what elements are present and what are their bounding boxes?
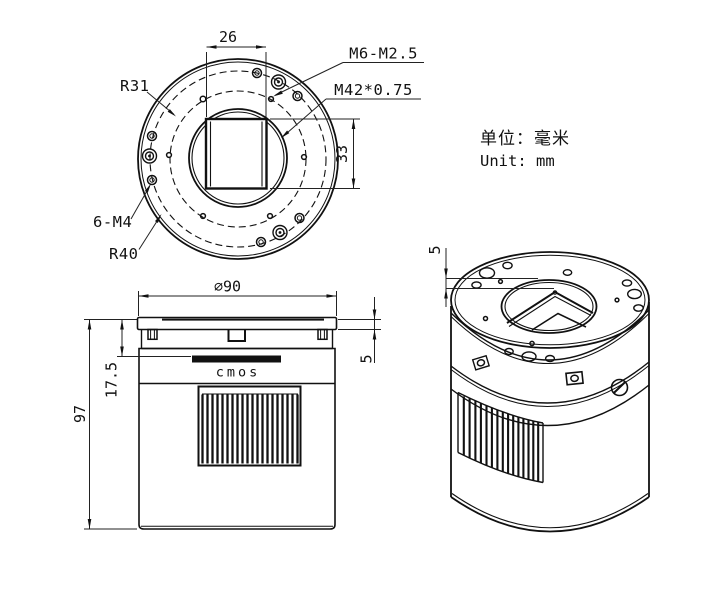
fins [201,394,299,464]
fins [462,396,540,482]
mount-holes-m4 [146,67,305,248]
dim-width-label: 26 [219,28,237,46]
tab-center [227,329,246,342]
hole [521,351,537,362]
unit-note: 单位：毫米 Unit: mm [480,129,570,170]
side-view: cmos ∅90 [71,278,381,530]
screw-right [610,378,629,397]
sensor-chevron [506,290,594,324]
dim-plate-label-3d: 5 [426,245,444,254]
leader-r31: R31 [120,77,176,117]
sensor-window [204,117,268,190]
leader-m6-m2-5: M6-M2.5 [273,45,424,97]
hole-small [266,212,274,220]
dim-diameter-label: ∅90 [214,278,241,296]
hole-small [267,95,275,103]
cylinder-body [450,302,650,533]
mount-tabs [147,328,328,342]
thread-label-m6: M6-M2.5 [349,45,418,63]
hole [497,278,504,285]
body-outline [136,316,338,530]
hole [562,269,573,277]
hole [471,281,482,289]
hole [621,279,633,287]
dimension-width-26: 26 [206,28,267,117]
leader-6-m4: 6-M4 [93,183,151,231]
tab-left [147,328,158,341]
hole-small [300,153,308,161]
hole [627,288,643,300]
hole-m4 [255,236,267,248]
dimension-diameter-90: ∅90 [138,278,337,316]
sensor-assembly: cmos [192,355,281,381]
dim-sensor-depth-label: 17.5 [103,362,121,398]
collar-fasteners [471,354,629,397]
fastener-left [471,354,491,371]
unit-note-cn: 单位：毫米 [480,129,570,149]
dim-height-label: 97 [71,405,89,423]
dim-plate-label: 5 [358,354,376,363]
hole-m4 [146,130,158,142]
dimension-sensor-depth-17-5: 17.5 [84,319,191,398]
fastener-front [565,370,584,386]
hole [504,347,514,356]
hole-large [141,148,158,164]
hole [614,297,620,303]
radius-label-r31: R31 [120,77,150,95]
hole-m4 [146,174,158,186]
bolt-circle-r40 [149,70,327,248]
leader-m42: M42*0.75 [281,81,421,138]
sensor-label: cmos [216,365,261,381]
radius-label-r40: R40 [109,245,139,263]
plate-shading [162,318,324,321]
hole [529,340,535,347]
dimension-plate-5-3d: 5 [426,245,554,307]
hole-small [199,212,207,220]
dim-height-label: 33 [333,145,351,163]
tab-right [317,328,328,341]
hole-small [199,95,207,103]
leader-r40: R40 [109,214,162,263]
hole [482,315,489,322]
sensor-opening [500,279,598,334]
unit-note-en: Unit: mm [480,152,555,170]
hole-small [165,151,173,159]
hole [478,267,496,279]
hole [502,261,513,270]
top-face-holes [471,261,644,363]
hole [544,354,556,363]
hole-m4 [294,212,305,224]
holes-label-6m4: 6-M4 [93,213,132,231]
m42-thread-opening [188,108,288,208]
sensor-bar [192,355,281,363]
hole-large [270,74,287,90]
top-face [450,251,650,349]
hole-large [272,224,288,241]
hole-m4 [292,90,303,102]
hole-m4 [251,67,263,79]
thread-label-m42: M42*0.75 [334,81,413,99]
heatsink-fins-3d [457,391,544,484]
inner-holes-r31 [165,95,308,220]
dimension-height-33: 33 [270,118,360,189]
heatsink-fins [197,385,302,467]
dimension-plate-5: 5 [338,297,381,364]
dimension-height-97: 97 [71,319,137,530]
hole [633,304,644,312]
iso-view: 5 [426,245,650,533]
outer-rim [137,58,339,260]
mount-holes-large [141,74,288,241]
front-view: 26 33 M6-M2.5 M42*0.75 [93,28,424,263]
